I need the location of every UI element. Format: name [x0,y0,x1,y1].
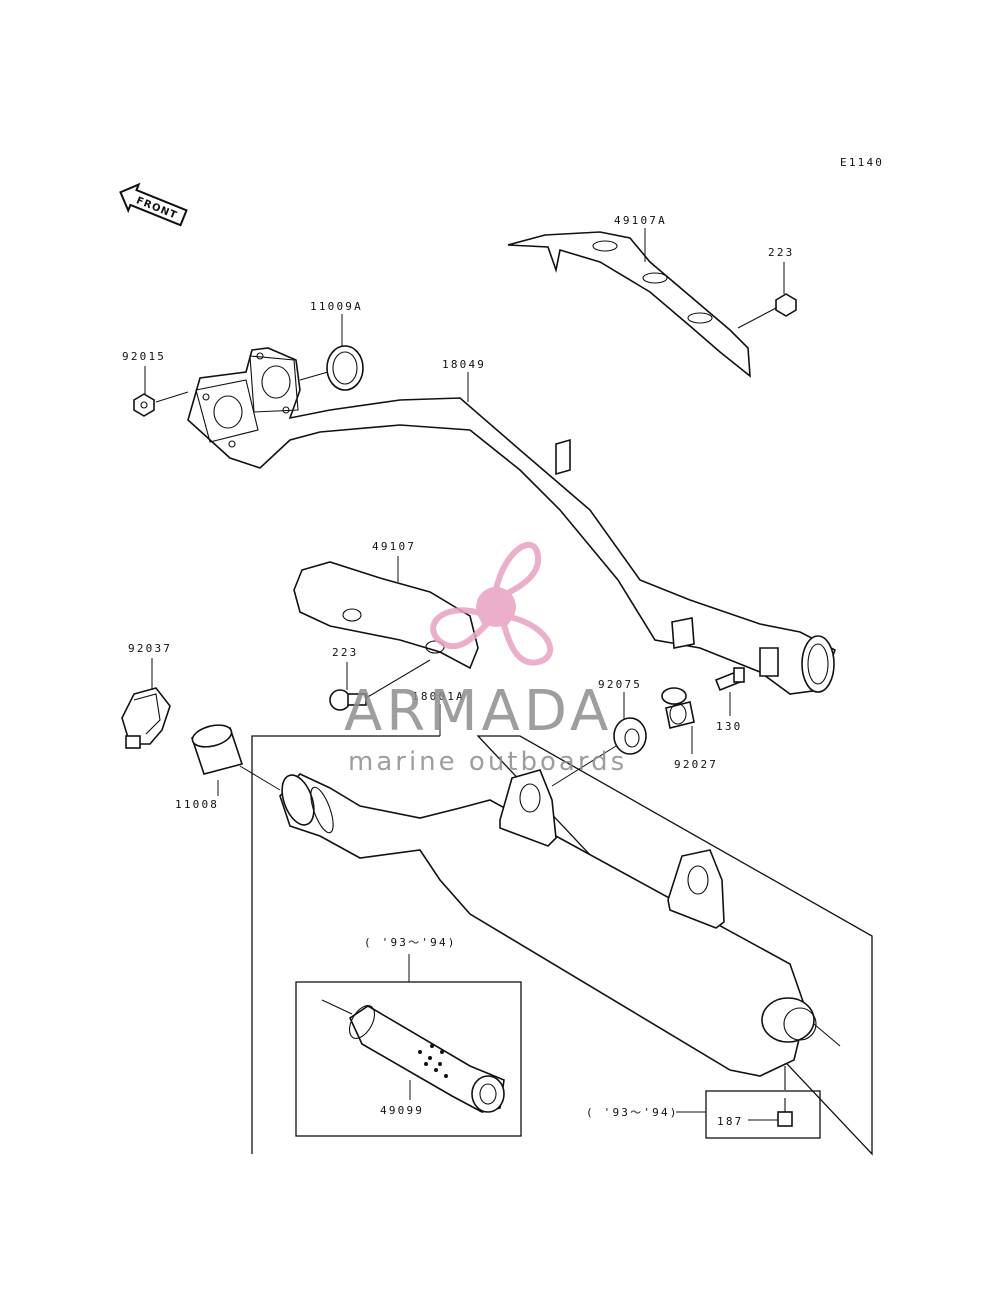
gasket-11008 [190,724,244,775]
screw-187 [777,1066,793,1127]
grommet-92075 [613,717,647,755]
label-11008: 11008 [175,798,219,811]
label-years-bolt: ( '93～'94) [586,1106,679,1119]
label-11009A: 11009A [310,300,363,313]
label-187: 187 [717,1115,743,1128]
label-18049: 18049 [442,358,486,371]
propeller-logo-icon [430,541,553,666]
label-223-upper: 223 [768,246,794,259]
label-49107: 49107 [372,540,416,553]
label-130: 130 [716,720,742,733]
gasket-11009A [326,345,364,391]
label-92075: 92075 [598,678,642,691]
heat-shield-lower [293,561,479,670]
diagram-code: E1140 [840,156,884,169]
screw-detail-box [705,1090,821,1139]
exhaust-header-pipe-18049 [187,347,836,695]
label-49099: 49099 [380,1104,424,1117]
heat-shield-upper [507,231,751,378]
front-arrow-icon: FRONT [119,182,188,227]
label-92027: 92027 [674,758,718,771]
bolt-223-upper [737,293,797,329]
armada-watermark: ARMADA marine outboards [344,541,627,777]
label-92015: 92015 [122,350,166,363]
nut-92015 [133,393,155,417]
bolt-223-lower [329,659,431,711]
label-223-lower: 223 [332,646,358,659]
label-years-insert: ( '93～'94) [364,936,457,949]
clamp-92037 [121,687,171,749]
muffler-18001A [279,769,841,1077]
label-92037: 92037 [128,642,172,655]
watermark-tagline: marine outboards [348,747,627,777]
label-18001A: 18001A [412,690,465,703]
collar-92027 [661,687,695,729]
spark-arrester-49099 [321,999,505,1113]
label-49107A: 49107A [614,214,667,227]
bolt-130 [714,667,745,692]
watermark-brand: ARMADA [344,679,612,744]
